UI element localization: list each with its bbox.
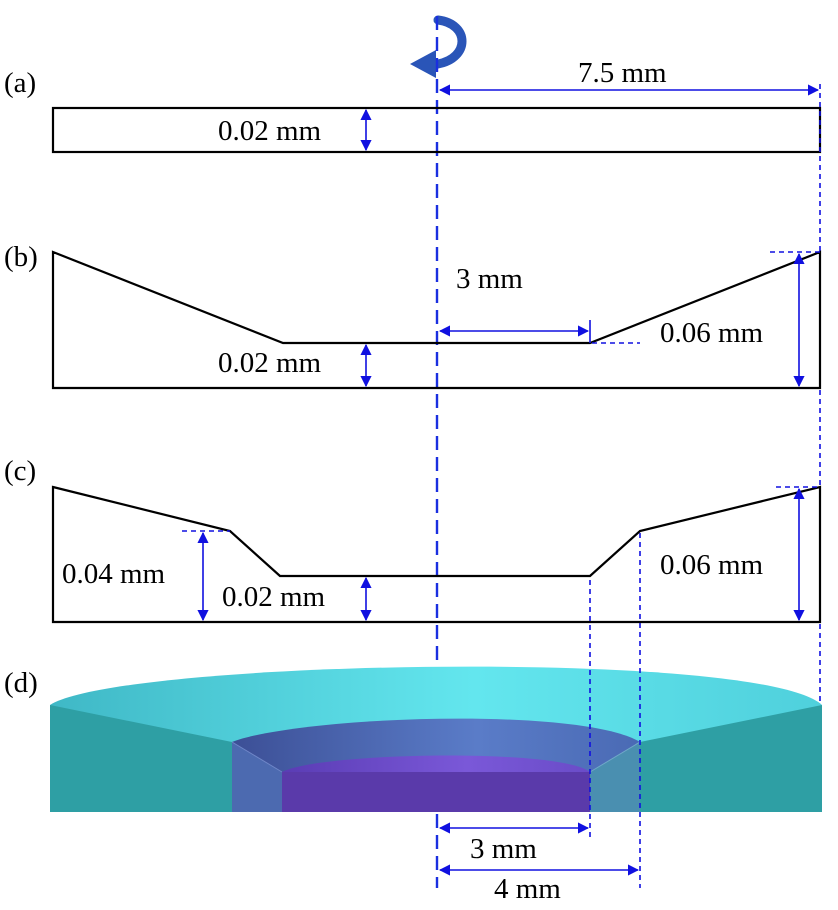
rotation-arrow-icon: [410, 15, 467, 78]
panel-b-center-thickness-label: 0.02 mm: [218, 347, 322, 379]
panel-a-thickness-label: 0.02 mm: [218, 115, 322, 147]
panel-d-3d-disk: [50, 666, 822, 812]
panel-d-label: (d): [4, 667, 38, 699]
panel-c-step-thickness-label: 0.04 mm: [62, 558, 166, 590]
panel-d-outer-radius-label: 4 mm: [494, 873, 561, 905]
panel-b-label: (b): [4, 241, 38, 273]
panel-d-inner-radius-label: 3 mm: [470, 833, 537, 865]
panel-c-edge-thickness-label: 0.06 mm: [660, 549, 764, 581]
panel-c-center-thickness-label: 0.02 mm: [222, 581, 326, 613]
panel-a-radius-label: 7.5 mm: [578, 57, 667, 89]
panel-b-edge-thickness-label: 0.06 mm: [660, 317, 764, 349]
panel-c-label: (c): [4, 455, 36, 487]
panel-c-cross-section: [51, 485, 822, 624]
panel-b-flat-radius-label: 3 mm: [456, 263, 523, 295]
panel-a-label: (a): [4, 67, 36, 99]
